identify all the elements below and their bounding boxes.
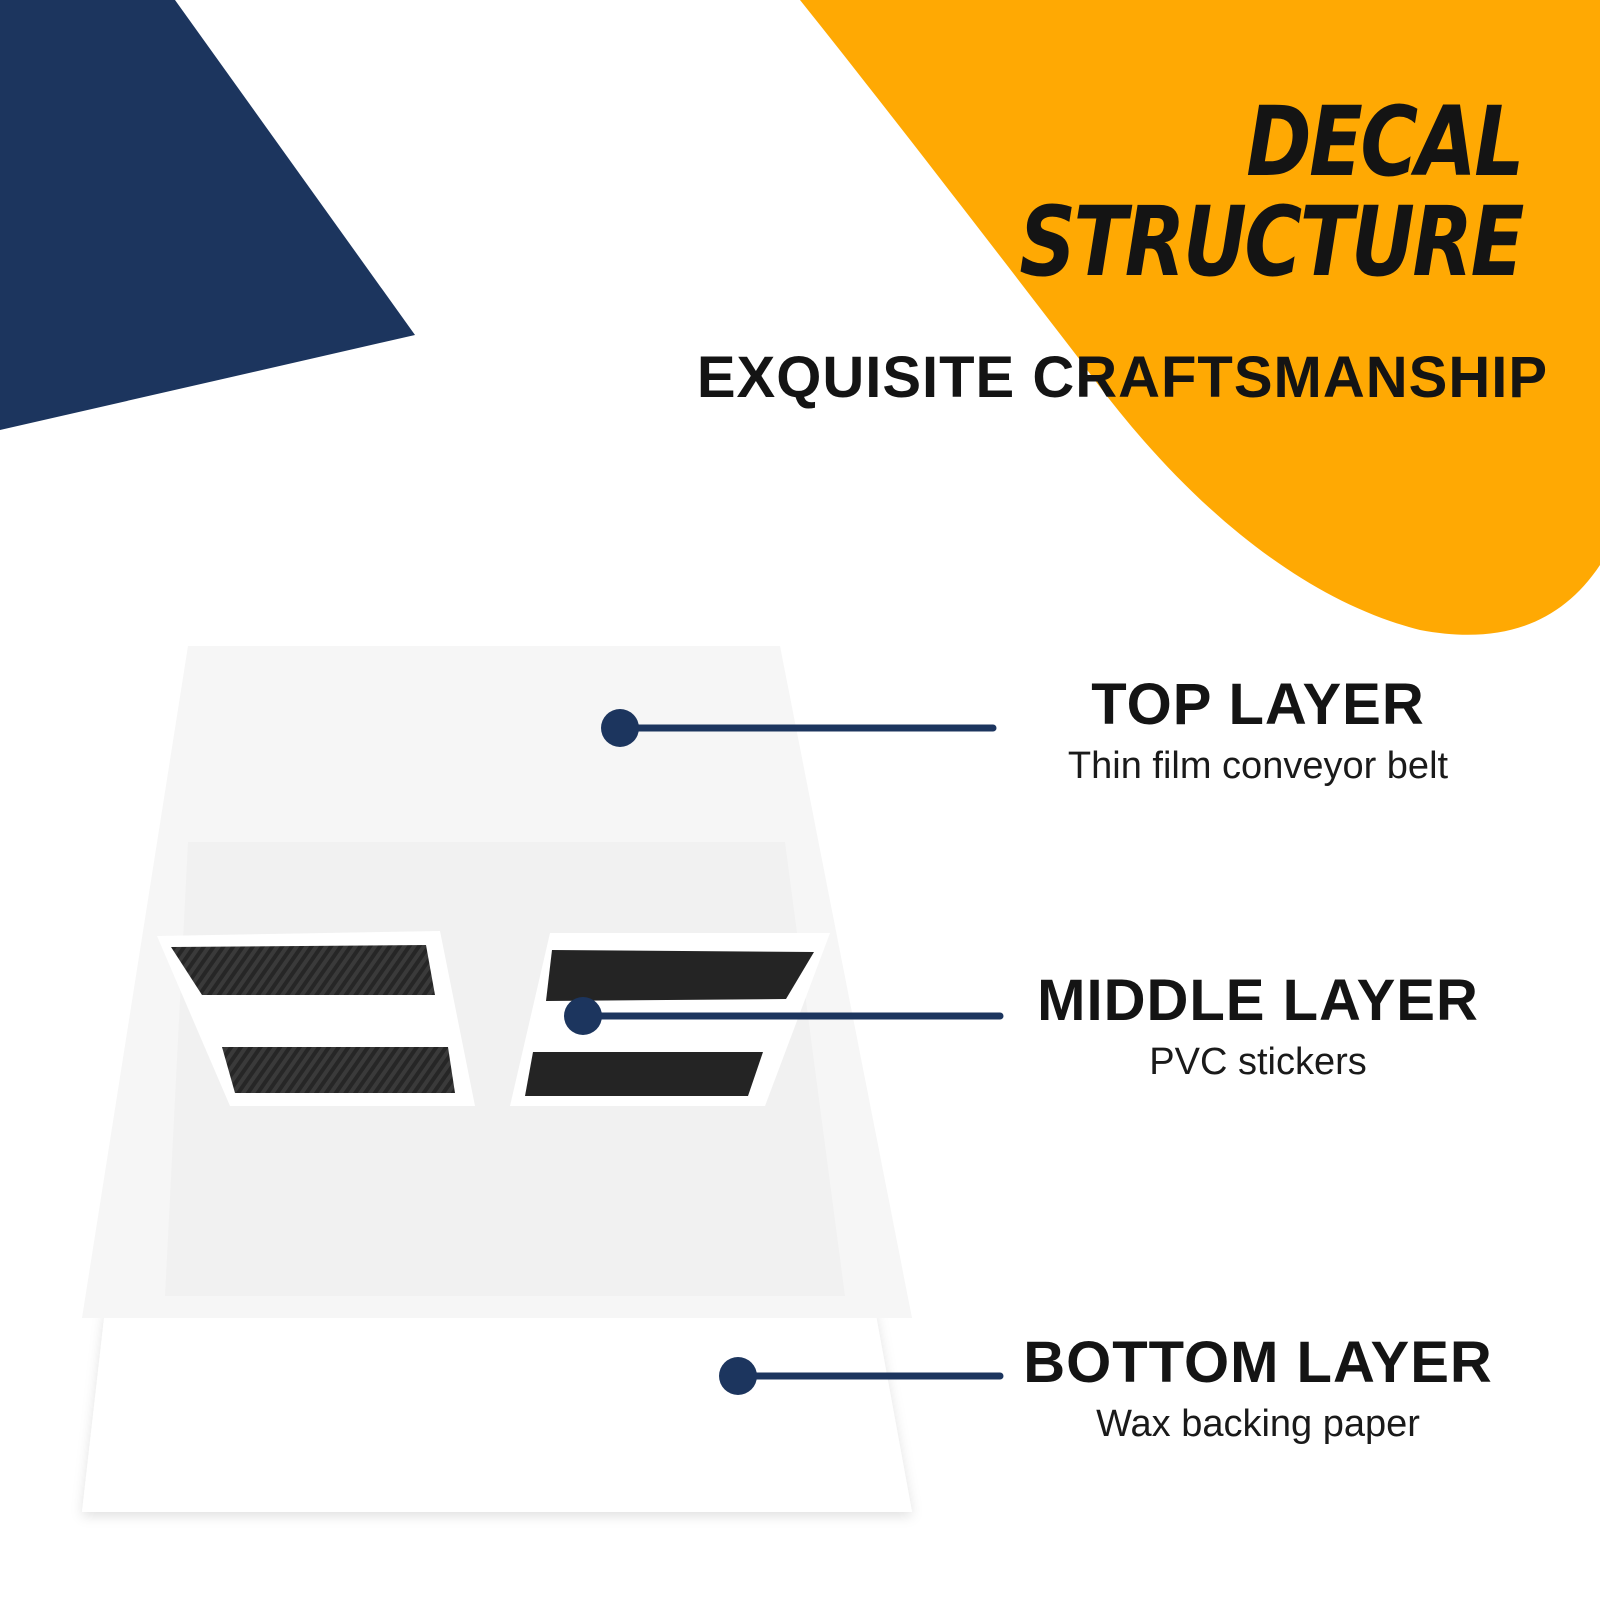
callout-top [601, 709, 997, 747]
callout-dot-icon [719, 1357, 757, 1395]
layer-title-bottom: BOTTOM LAYER [1023, 1330, 1493, 1395]
layer-label-top: TOP LAYER Thin film conveyor belt [958, 672, 1558, 790]
layer-description-middle: PVC stickers [1149, 1041, 1367, 1083]
layer-description-top: Thin film conveyor belt [1067, 745, 1449, 787]
sticker-stripe-left-top [171, 945, 435, 995]
callout-middle [564, 997, 1004, 1035]
orange-blob-shape [800, 0, 1600, 635]
layer-title-middle: MIDDLE LAYER [1037, 968, 1479, 1033]
callout-dot-icon [601, 709, 639, 747]
subheadline: EXQUISITE CRAFTSMANSHIP [696, 345, 1548, 410]
callout-bottom [719, 1357, 1004, 1395]
layer-description-bottom: Wax backing paper [1096, 1403, 1420, 1445]
layer-label-middle: MIDDLE LAYER PVC stickers [958, 968, 1558, 1086]
sticker-stripe-right-top [546, 950, 814, 1001]
headline-line-2: STRUCTURE [1019, 186, 1524, 298]
layer-label-bottom: BOTTOM LAYER Wax backing paper [958, 1330, 1558, 1448]
headline-line-1: DECAL [1246, 86, 1524, 198]
callout-dot-icon [564, 997, 602, 1035]
sticker-stripe-left-bottom [222, 1047, 455, 1093]
sticker-stripe-right-bottom [525, 1052, 763, 1096]
layer-title-top: TOP LAYER [1091, 672, 1425, 737]
sticker-group-left [157, 931, 475, 1106]
headline: DECAL STRUCTURE [1019, 86, 1524, 298]
bottom-layer-sheet [82, 1310, 912, 1512]
navy-triangle-shape [0, 0, 415, 430]
